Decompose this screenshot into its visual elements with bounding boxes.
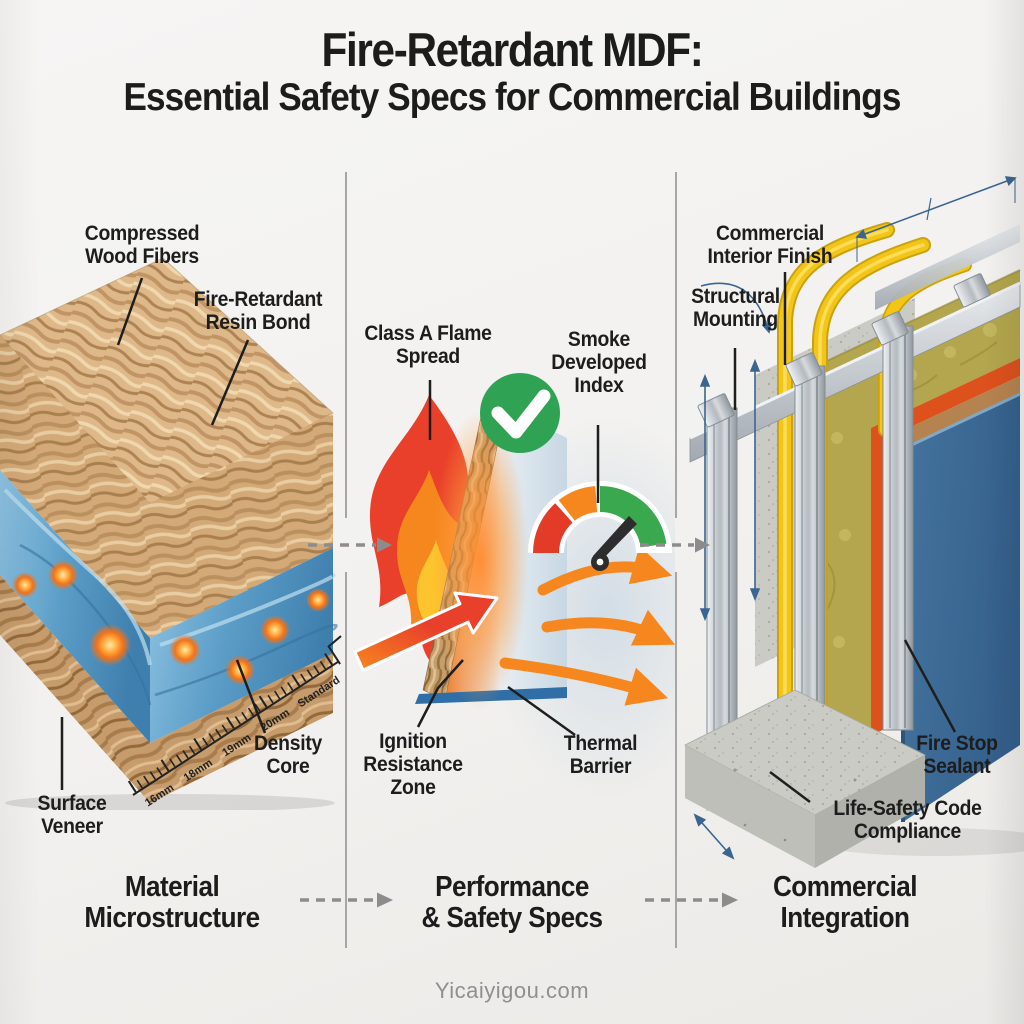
resin-core-layer: [0, 470, 338, 743]
gauge-icon: [528, 481, 672, 571]
leader-lines: [733, 272, 957, 803]
label-surface-veneer: Surface Veneer: [37, 791, 107, 839]
ignition-arrow-icon: [353, 591, 499, 672]
wall-assembly-illustration: [684, 176, 1024, 868]
title-line-2: Essential Safety Specs for Commercial Bu…: [123, 75, 902, 119]
label-structural-mounting: Structural Mounting: [691, 284, 780, 332]
label-ignition-resistance-zone: Ignition Resistance Zone: [363, 729, 463, 800]
label-life-safety-code-compliance: Life-Safety Code Compliance: [833, 796, 982, 844]
label-compressed-wood-fibers: Compressed Wood Fibers: [84, 221, 200, 269]
leader-lines: [416, 380, 600, 737]
title-line-1: Fire-Retardant MDF:: [321, 23, 704, 76]
label-commercial-interior-finish: Commercial Interior Finish: [707, 221, 833, 269]
page-title: Fire-Retardant MDF: Essential Safety Spe…: [51, 26, 973, 118]
check-icon: [480, 373, 560, 453]
label-density-core: Density Core: [253, 731, 323, 779]
label-fire-stop-sealant: Fire Stop Sealant: [916, 731, 998, 779]
performance-illustration: [353, 373, 675, 805]
dimension-arrows-icon: [693, 176, 1017, 860]
label-thermal-barrier: Thermal Barrier: [563, 731, 638, 779]
watermark: Yicaiyigou.com: [434, 978, 590, 1003]
label-class-a-flame-spread: Class A Flame Spread: [364, 321, 492, 369]
label-smoke-developed-index: Smoke Developed Index: [551, 327, 647, 398]
label-fire-retardant-resin-bond: Fire-Retardant Resin Bond: [193, 287, 323, 335]
header-material-microstructure: Material Microstructure: [84, 871, 260, 934]
concrete-base: [684, 689, 926, 868]
leader-lines: [60, 277, 267, 790]
header-commercial-integration: Commercial Integration: [772, 871, 918, 934]
mdf-cube-illustration: 16mm 18mm 19mm 20mm Standard: [0, 257, 342, 810]
cube-shadow: [5, 794, 335, 810]
compressed-fiber-layers: [0, 257, 334, 638]
header-performance-safety-specs: Performance & Safety Specs: [421, 871, 603, 934]
stud-caps: [697, 273, 991, 428]
resin-ember-dots: [12, 560, 330, 685]
bottom-fiber-layer: [0, 575, 333, 803]
